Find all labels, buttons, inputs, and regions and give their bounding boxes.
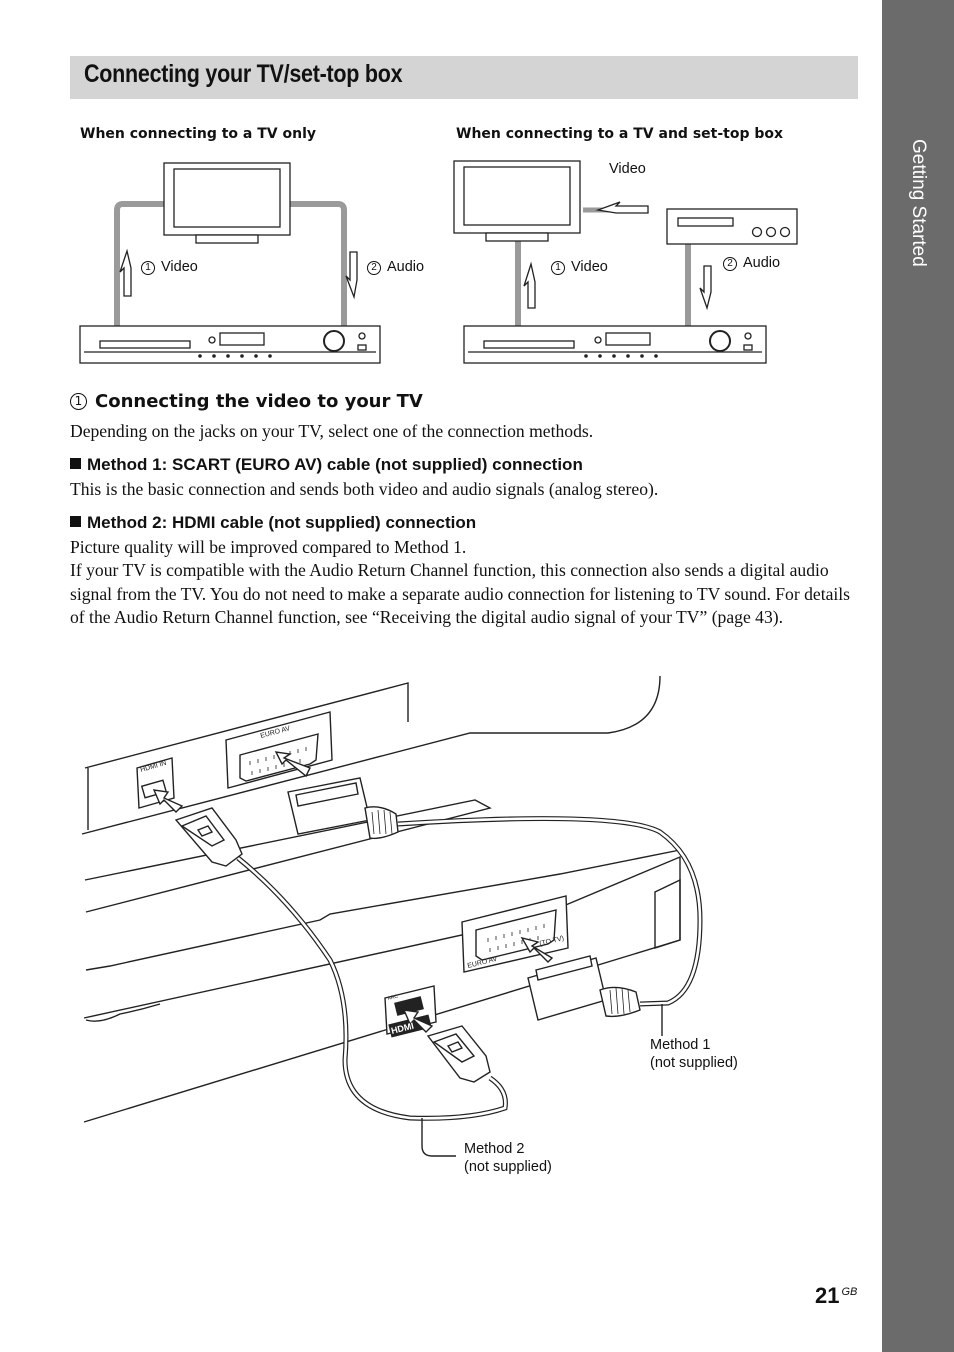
diagram-tv-stb-heading: When connecting to a TV and set-top box	[456, 126, 784, 142]
video-left-arrow	[595, 201, 649, 214]
tv-euro-av-port	[225, 711, 333, 789]
method2-callout: Method 2 (not supplied)	[464, 1141, 552, 1175]
method1-heading: Method 1: SCART (EURO AV) cable (not sup…	[70, 455, 583, 475]
unit-arc-label: ARC	[387, 993, 399, 1001]
av-receiver-icon	[79, 325, 381, 364]
square-bullet-icon	[70, 458, 81, 469]
stb-video-label: Video	[609, 161, 646, 177]
video-up-arrow	[119, 248, 132, 297]
hdmi-plug-tv	[174, 807, 243, 867]
method1-text: This is the basic connection and sends b…	[70, 479, 659, 499]
set-top-box-icon	[666, 208, 798, 245]
method2-heading: Method 2: HDMI cable (not supplied) conn…	[70, 513, 476, 533]
diagram-tv-only-heading: When connecting to a TV only	[80, 126, 317, 142]
diagram-tv-only	[79, 162, 381, 364]
audio-down-arrow	[699, 265, 712, 311]
scart-plug-tv	[287, 777, 399, 840]
method2-leader	[421, 1118, 456, 1157]
diagram-tv-stb	[453, 160, 798, 364]
scart-plug-unit	[527, 955, 641, 1021]
tv-icon	[453, 160, 581, 242]
tv-icon	[163, 162, 291, 244]
av-receiver-icon	[463, 325, 767, 364]
section-intro: Depending on the jacks on your TV, selec…	[70, 421, 594, 441]
scart-cable-method1	[274, 751, 703, 1021]
hdmi-plug-unit	[426, 1025, 491, 1083]
method2-text-2: If your TV is compatible with the Audio …	[70, 560, 851, 628]
title-bar	[70, 56, 858, 99]
method1-callout: Method 1 (not supplied)	[650, 1037, 738, 1071]
audio-down-arrow	[345, 251, 358, 300]
square-bullet-icon	[70, 516, 81, 527]
video-up-arrow	[523, 261, 536, 309]
side-section-tab	[882, 0, 954, 1352]
method2-text-1: Picture quality will be improved compare…	[70, 537, 467, 557]
hdmi-cable-method2	[152, 789, 508, 1121]
page-title: Connecting your TV/set-top box	[84, 60, 403, 88]
tv-back-panel	[81, 675, 661, 913]
